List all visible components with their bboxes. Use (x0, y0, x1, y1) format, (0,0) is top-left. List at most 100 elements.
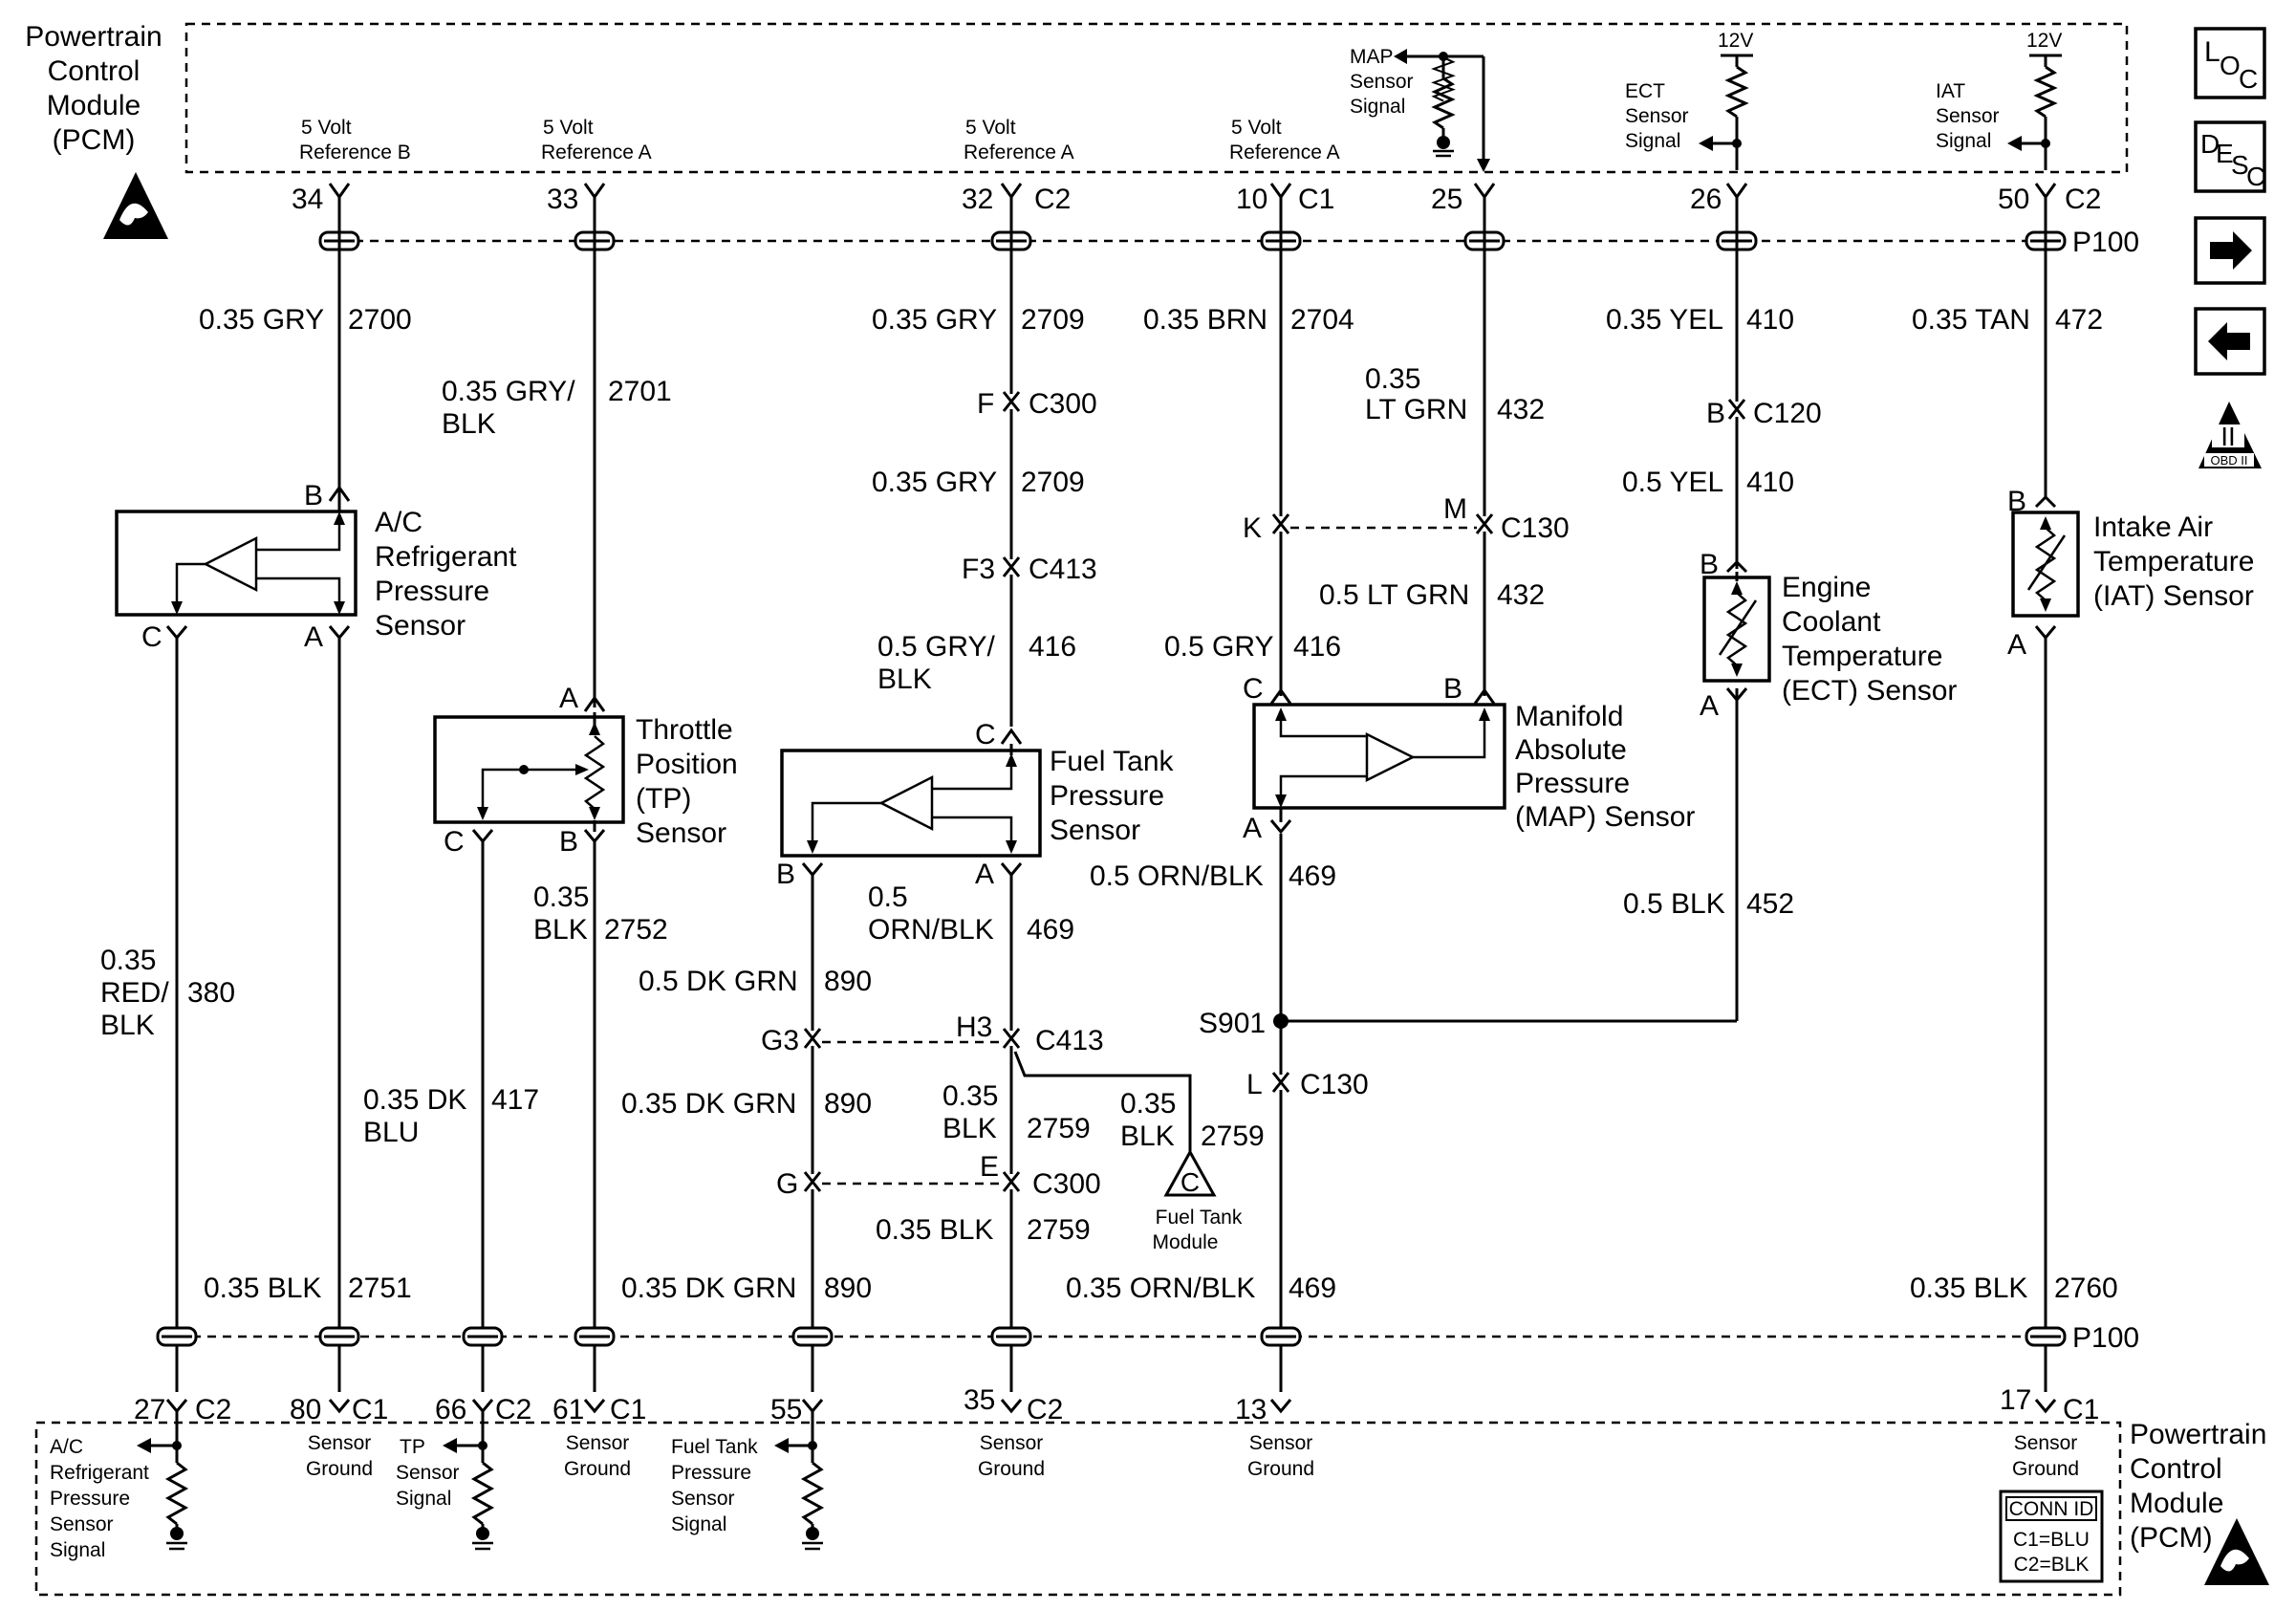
svg-text:5 Volt: 5 Volt (1231, 117, 1282, 139)
svg-text:BLK: BLK (942, 1113, 997, 1144)
svg-text:A: A (304, 621, 323, 653)
svg-text:Position: Position (636, 749, 738, 780)
svg-text:E: E (2216, 139, 2234, 168)
svg-text:A: A (559, 683, 578, 714)
top-terminal-forks (328, 183, 2057, 200)
svg-text:K: K (1243, 512, 1262, 544)
svg-text:Sensor: Sensor (1625, 105, 1689, 127)
svg-text:Powertrain: Powertrain (25, 21, 162, 53)
svg-text:2700: 2700 (348, 304, 412, 336)
svg-text:C2=BLK: C2=BLK (2014, 1554, 2090, 1576)
svg-text:17: 17 (2000, 1384, 2031, 1416)
svg-text:C: C (2239, 64, 2258, 94)
ref-a1-label: 5 Volt Reference A (541, 117, 652, 163)
svg-text:2759: 2759 (1027, 1113, 1091, 1144)
svg-text:OBD II: OBD II (2210, 453, 2247, 468)
svg-text:0.35 BLK: 0.35 BLK (876, 1214, 993, 1246)
conn-id-box: CONN ID C1=BLU C2=BLK (1999, 1490, 2104, 1583)
svg-text:2759: 2759 (1027, 1214, 1091, 1246)
ect-sensor: B A Engine Coolant Temperature (ECT) Sen… (1700, 549, 1957, 722)
fuel-tank-pressure-sensor: C B A Fuel Tank Pressure Sensor (776, 719, 1175, 890)
svg-text:(ECT) Sensor: (ECT) Sensor (1782, 675, 1957, 707)
ref-a2-label: 5 Volt Reference A (964, 117, 1074, 163)
svg-text:0.35 GRY/: 0.35 GRY/ (442, 376, 575, 407)
svg-text:C413: C413 (1029, 554, 1097, 585)
svg-text:0.35 YEL: 0.35 YEL (1606, 304, 1723, 336)
svg-text:M: M (1443, 493, 1467, 525)
svg-text:Sensor: Sensor (671, 1488, 735, 1510)
svg-text:0.35 DK GRN: 0.35 DK GRN (621, 1273, 796, 1304)
svg-text:Sensor: Sensor (2014, 1432, 2078, 1454)
svg-text:C130: C130 (1300, 1069, 1369, 1100)
svg-text:P100: P100 (2072, 227, 2139, 258)
fuel-tank-module-reference: C Fuel Tank Module (1153, 1148, 1243, 1253)
svg-text:Fuel Tank: Fuel Tank (1050, 746, 1175, 777)
svg-text:10: 10 (1236, 184, 1267, 215)
obd-ii-icon[interactable]: II OBD II (2199, 402, 2262, 468)
svg-text:26: 26 (1690, 184, 1722, 215)
svg-text:5 Volt: 5 Volt (965, 117, 1016, 139)
svg-text:Intake Air: Intake Air (2093, 511, 2213, 543)
svg-text:890: 890 (824, 1088, 872, 1120)
svg-text:A: A (975, 859, 994, 890)
svg-text:0.5 GRY/: 0.5 GRY/ (877, 631, 996, 663)
next-page-arrow-icon[interactable] (2194, 216, 2266, 285)
svg-text:Fuel Tank: Fuel Tank (1156, 1207, 1243, 1229)
ac-signal-circuit: A/C Refrigerant Pressure Sensor Signal (50, 1411, 189, 1561)
svg-text:Signal: Signal (671, 1513, 726, 1535)
svg-text:Absolute: Absolute (1515, 734, 1627, 766)
svg-text:(TP): (TP) (636, 783, 691, 815)
svg-text:Sensor: Sensor (1350, 71, 1414, 93)
svg-text:C1=BLU: C1=BLU (2013, 1529, 2090, 1551)
svg-text:0.35 GRY: 0.35 GRY (872, 467, 997, 498)
svg-text:0.5 GRY: 0.5 GRY (1164, 631, 1274, 663)
svg-text:0.5 YEL: 0.5 YEL (1622, 467, 1723, 498)
svg-text:469: 469 (1027, 914, 1074, 946)
svg-text:Reference A: Reference A (964, 141, 1074, 163)
loc-icon[interactable]: L O C (2194, 27, 2266, 99)
desc-icon[interactable]: D E S C (2194, 120, 2266, 193)
svg-text:B: B (1706, 398, 1725, 429)
svg-text:TP: TP (400, 1436, 425, 1458)
svg-text:0.35: 0.35 (1120, 1088, 1176, 1120)
svg-text:Pressure: Pressure (375, 576, 489, 607)
svg-text:469: 469 (1289, 860, 1336, 892)
svg-text:A/C: A/C (50, 1436, 83, 1458)
svg-text:Sensor: Sensor (1249, 1432, 1313, 1454)
svg-text:Ground: Ground (564, 1458, 631, 1480)
svg-text:432: 432 (1497, 579, 1545, 611)
svg-text:0.35 DK: 0.35 DK (363, 1084, 466, 1116)
svg-text:890: 890 (824, 966, 872, 997)
inline-connector-markers (803, 391, 1746, 1192)
svg-text:410: 410 (1746, 467, 1794, 498)
svg-text:Throttle: Throttle (636, 714, 733, 746)
svg-text:380: 380 (187, 977, 235, 1009)
svg-text:Module: Module (1153, 1231, 1219, 1253)
svg-text:0.5: 0.5 (868, 881, 908, 913)
svg-text:Powertrain: Powertrain (2130, 1419, 2266, 1450)
svg-text:(MAP) Sensor: (MAP) Sensor (1515, 801, 1695, 833)
wire-runs (175, 197, 2047, 1392)
ref-b-label: 5 Volt Reference B (299, 117, 411, 163)
svg-text:Signal: Signal (1625, 130, 1680, 152)
svg-text:MAP: MAP (1350, 46, 1394, 68)
previous-page-arrow-icon[interactable] (2194, 307, 2266, 376)
svg-text:B: B (776, 859, 795, 890)
svg-text:C1: C1 (610, 1394, 646, 1425)
svg-text:C300: C300 (1032, 1168, 1101, 1200)
svg-text:Ground: Ground (978, 1458, 1045, 1480)
svg-text:0.5 BLK: 0.5 BLK (1623, 888, 1725, 920)
svg-text:ECT: ECT (1625, 80, 1665, 102)
svg-text:34: 34 (292, 184, 323, 215)
svg-text:RED/: RED/ (100, 977, 169, 1009)
svg-text:0.35 BRN: 0.35 BRN (1143, 304, 1267, 336)
svg-text:BLU: BLU (363, 1117, 419, 1148)
svg-text:0.35 DK GRN: 0.35 DK GRN (621, 1088, 796, 1120)
svg-text:0.5 ORN/BLK: 0.5 ORN/BLK (1090, 860, 1264, 892)
svg-text:Sensor: Sensor (1936, 105, 2000, 127)
esd-warning-icon-top (103, 172, 168, 239)
svg-text:12V: 12V (2026, 30, 2062, 52)
svg-text:Pressure: Pressure (50, 1488, 130, 1510)
svg-text:Sensor: Sensor (50, 1513, 114, 1535)
